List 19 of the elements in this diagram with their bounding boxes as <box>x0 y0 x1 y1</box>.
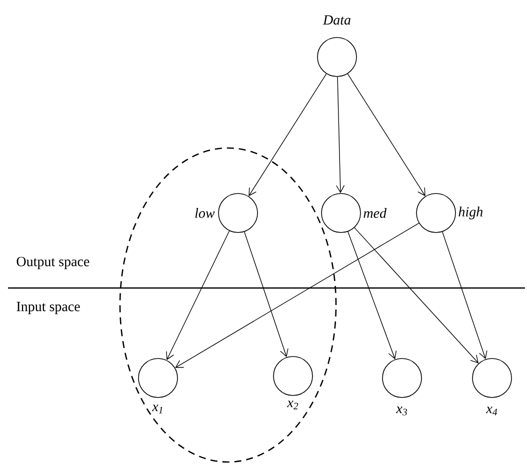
node-label: low <box>195 208 215 218</box>
arrow <box>175 222 420 368</box>
node-label: x$_{3}$ <box>396 406 407 416</box>
node-label: med <box>364 208 387 218</box>
node-label: x$_{4}$ <box>486 406 498 416</box>
arrow <box>244 232 288 358</box>
region-label: Input space <box>16 302 80 314</box>
arrow <box>248 73 327 196</box>
arrow <box>442 232 488 360</box>
arrow <box>166 230 230 360</box>
node-label: x$_{1}$ <box>152 404 162 414</box>
arrow <box>347 73 426 196</box>
arrow <box>336 76 345 194</box>
region-label: Output space <box>16 256 90 270</box>
node-label: x$_{2}$ <box>287 400 298 410</box>
arrow <box>354 227 479 364</box>
arrow <box>348 231 397 360</box>
node-label: Data <box>322 15 350 25</box>
node-label: high <box>458 206 483 220</box>
